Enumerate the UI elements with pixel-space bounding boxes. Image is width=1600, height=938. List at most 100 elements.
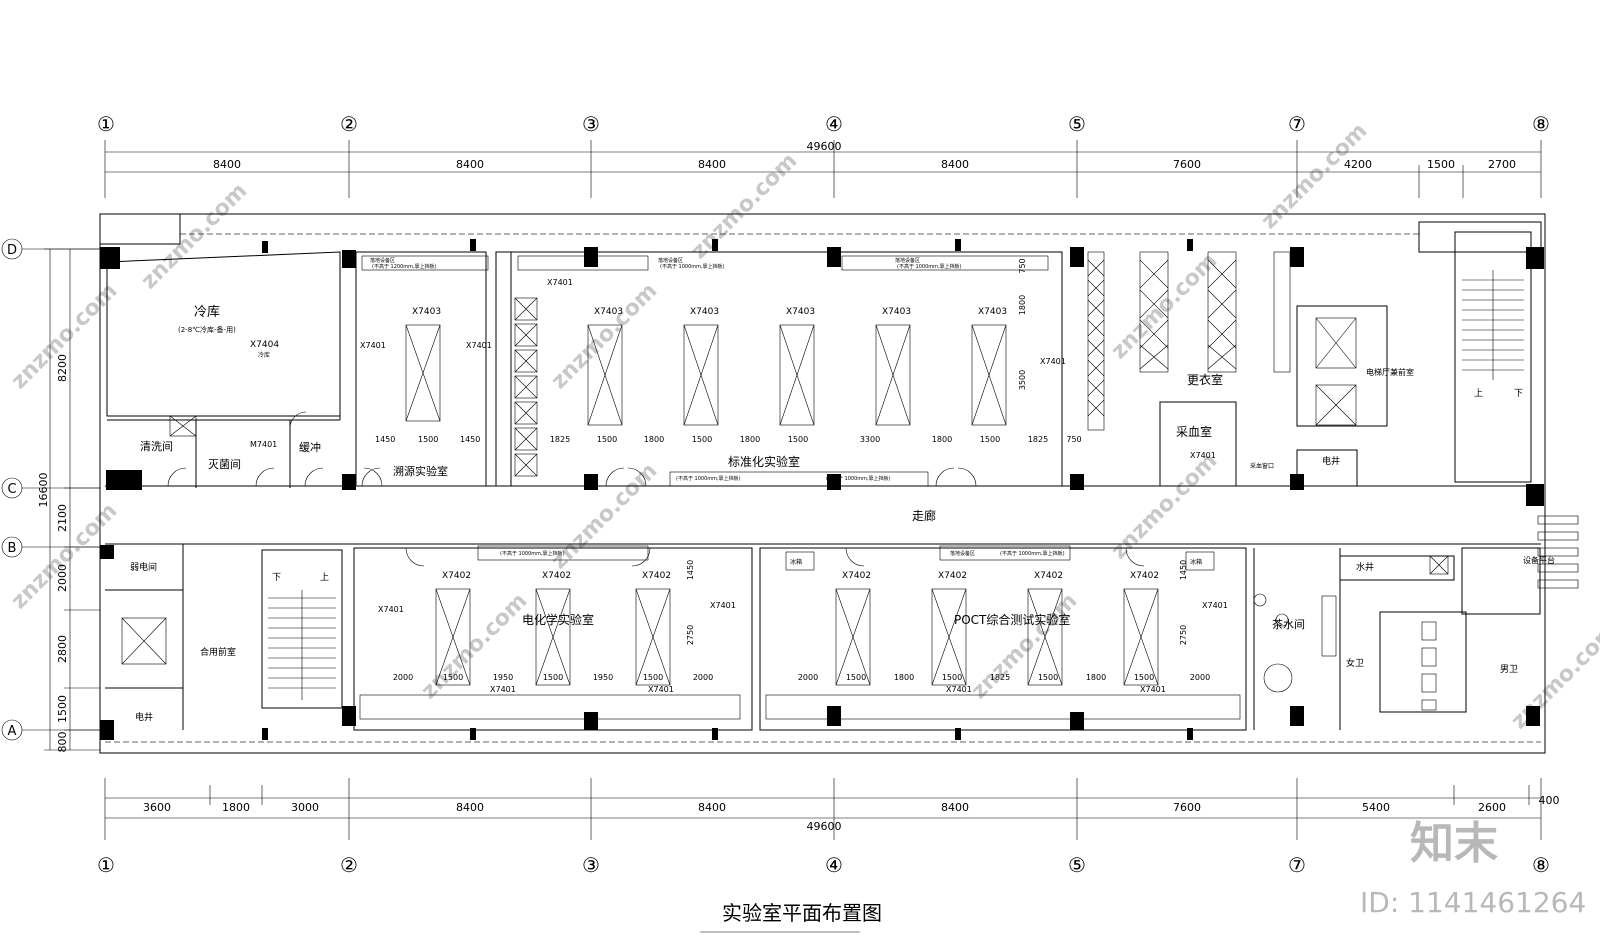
axis-4-bottom: ④	[825, 853, 843, 877]
svg-text:1500: 1500	[788, 435, 808, 444]
axis-8-bottom: ⑧	[1532, 853, 1550, 877]
axis-3-top: ③	[582, 112, 600, 136]
svg-text:X7401: X7401	[547, 278, 573, 287]
dim-bot-6: 8400	[941, 801, 969, 814]
dim-top-7: 1500	[1427, 158, 1455, 171]
blood-window-label: 采血窗口	[1250, 462, 1274, 470]
svg-text:1800: 1800	[1086, 673, 1106, 682]
axis-labels-bottom: ① ② ③ ④ ⑤ ⑦ ⑧	[97, 853, 1550, 877]
svg-text:X7401: X7401	[1202, 601, 1228, 610]
axis-1-bottom: ①	[97, 853, 115, 877]
drawing-id: ID: 1141461264	[1360, 886, 1586, 919]
svg-text:X7402: X7402	[1130, 571, 1159, 581]
svg-text:1500: 1500	[597, 435, 617, 444]
svg-text:(不高于 1000mm,靠上挡板): (不高于 1000mm,靠上挡板)	[1000, 550, 1065, 557]
svg-text:1450: 1450	[375, 435, 395, 444]
svg-text:(不高于 1200mm,靠上挡板): (不高于 1200mm,靠上挡板)	[372, 263, 437, 270]
svg-text:2000: 2000	[693, 673, 713, 682]
svg-text:1825: 1825	[1028, 435, 1048, 444]
svg-text:1450: 1450	[460, 435, 480, 444]
svg-text:znzmo.com: znzmo.com	[1507, 618, 1600, 734]
dimension-lines-left: 16600 8200 2100 2000 2800 1500 800	[37, 248, 100, 753]
svg-text:2000: 2000	[798, 673, 818, 682]
dim-left-3: 2000	[56, 564, 69, 592]
dim-top-4: 8400	[941, 158, 969, 171]
drawing-title: 实验室平面布置图	[722, 901, 882, 925]
svg-text:X7401: X7401	[946, 685, 972, 694]
svg-text:1500: 1500	[643, 673, 663, 682]
dim-left-2: 2100	[56, 504, 69, 532]
svg-text:X7401: X7401	[1040, 357, 1066, 366]
columns	[100, 239, 1544, 740]
axis-d: D	[7, 243, 17, 258]
svg-text:X7402: X7402	[642, 571, 671, 581]
svg-text:1950: 1950	[493, 673, 513, 682]
dim-bot-4: 8400	[456, 801, 484, 814]
dim-top-total: 49600	[807, 140, 842, 153]
svg-text:X7403: X7403	[412, 307, 441, 317]
axis-5-bottom: ⑤	[1068, 853, 1086, 877]
dim-left-5: 1500	[56, 695, 69, 723]
trace-lab: X7403 X7401 X7401 落地设备区 (不高于 1200mm,靠上挡板…	[355, 251, 492, 487]
svg-text:1500: 1500	[443, 673, 463, 682]
corridor-label: 走廊	[912, 508, 936, 523]
svg-text:1800: 1800	[932, 435, 952, 444]
shared-front-label: 合用前室	[200, 646, 236, 658]
svg-text:X7401: X7401	[1190, 451, 1216, 460]
svg-text:冰箱: 冰箱	[790, 558, 802, 566]
svg-text:znzmo.com: znzmo.com	[137, 178, 253, 294]
svg-text:落地设备区: 落地设备区	[950, 550, 975, 557]
upper-stairs: 上 下	[1454, 231, 1532, 483]
lower-left-rooms: 弱电间 合用前室 电井 下 上	[105, 544, 343, 730]
axis-7-top: ⑦	[1288, 112, 1306, 136]
svg-text:1500: 1500	[942, 673, 962, 682]
standard-lab-label: 标准化实验室	[728, 454, 800, 469]
svg-text:1500: 1500	[980, 435, 1000, 444]
svg-text:znzmo.com: znzmo.com	[1107, 248, 1223, 364]
svg-text:1800: 1800	[740, 435, 760, 444]
dim-top-5: 7600	[1173, 158, 1201, 171]
svg-text:1500: 1500	[1038, 673, 1058, 682]
dim-bot-total: 49600	[807, 820, 842, 833]
axis-2-top: ②	[340, 112, 358, 136]
dim-top-6: 4200	[1344, 158, 1372, 171]
svg-text:X7402: X7402	[542, 571, 571, 581]
svg-text:X7403: X7403	[786, 307, 815, 317]
equip-platform-label: 设备平台	[1523, 555, 1555, 565]
svg-text:1500: 1500	[418, 435, 438, 444]
svg-text:X7403: X7403	[978, 307, 1007, 317]
female-restroom-label: 女卫	[1346, 657, 1364, 669]
axis-1-top: ①	[97, 112, 115, 136]
svg-text:X7402: X7402	[442, 571, 471, 581]
svg-text:(不高于 1000mm,靠上挡板): (不高于 1000mm,靠上挡板)	[500, 550, 565, 557]
dim-top-2: 8400	[456, 158, 484, 171]
svg-text:1450: 1450	[1179, 560, 1188, 580]
svg-text:1500: 1500	[846, 673, 866, 682]
axis-a: A	[8, 724, 17, 739]
svg-text:2000: 2000	[393, 673, 413, 682]
svg-text:X7401: X7401	[490, 685, 516, 694]
svg-text:1500: 1500	[543, 673, 563, 682]
dimension-lines-top: 49600 8400 8400 8400 8400 7600 4200 1500…	[104, 140, 1542, 198]
svg-text:落地设备区: 落地设备区	[658, 257, 683, 264]
dim-left-6: 800	[56, 732, 69, 753]
svg-text:2750: 2750	[686, 625, 695, 645]
svg-text:X7401: X7401	[648, 685, 674, 694]
svg-text:X7402: X7402	[842, 571, 871, 581]
svg-text:1800: 1800	[1018, 295, 1027, 315]
svg-text:X7401: X7401	[466, 341, 492, 350]
elevator-hall-label: 电梯厅兼前室	[1366, 367, 1414, 377]
svg-text:下: 下	[272, 573, 281, 583]
svg-text:750: 750	[1018, 258, 1027, 273]
dim-top-3: 8400	[698, 158, 726, 171]
svg-text:上: 上	[320, 572, 329, 583]
svg-text:X7402: X7402	[938, 571, 967, 581]
dim-bot-5: 8400	[698, 801, 726, 814]
poct-lab-label: POCT综合测试实验室	[954, 612, 1070, 627]
changing-room-area: 更衣室 采血室 X7401 采血窗口 电梯厅兼前室 电井	[1087, 251, 1414, 487]
dim-left-1: 8200	[56, 354, 69, 382]
male-restroom-label: 男卫	[1500, 664, 1518, 675]
m7401-code: M7401	[250, 440, 277, 449]
dim-left-total: 16600	[37, 473, 50, 508]
dim-left-4: 2800	[56, 635, 69, 663]
